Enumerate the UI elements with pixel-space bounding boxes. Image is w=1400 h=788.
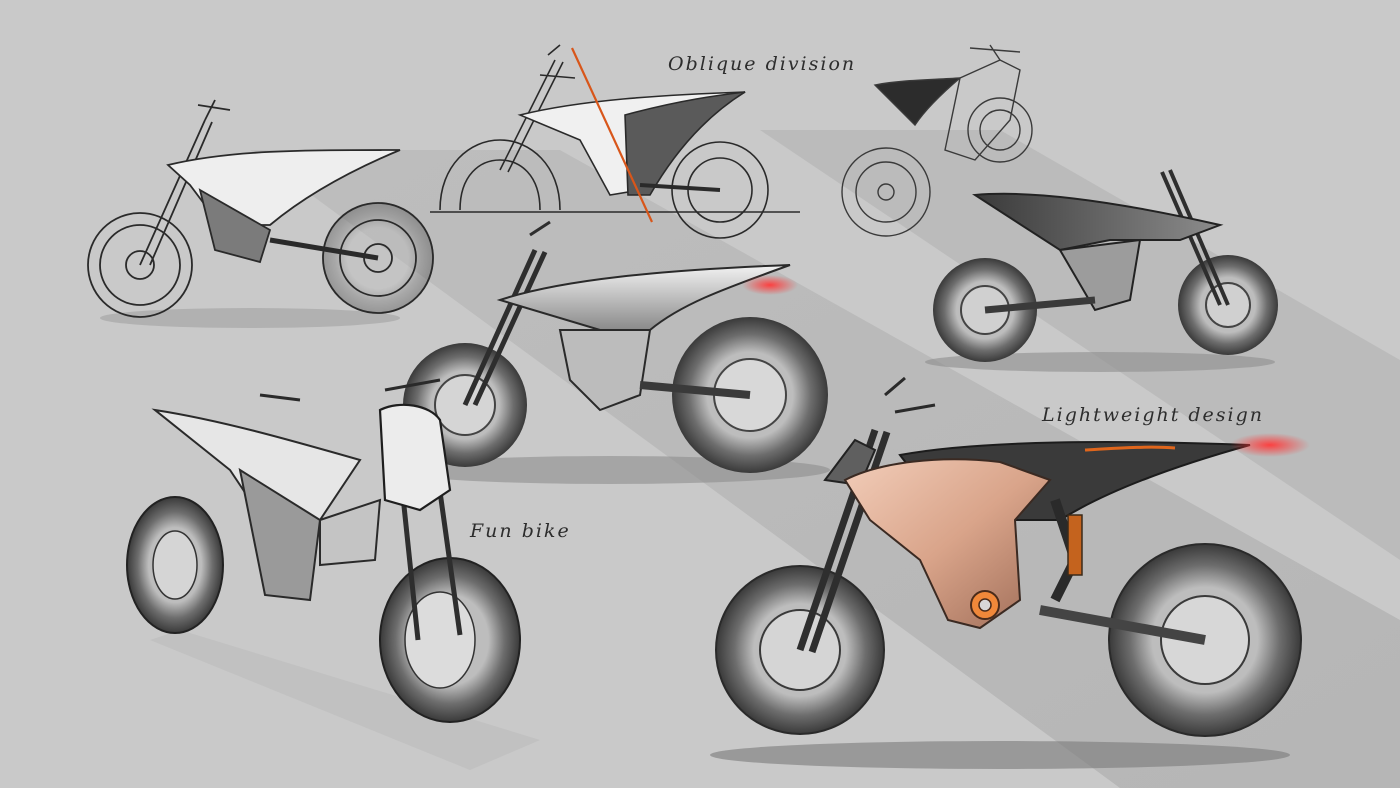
bike-sketch-small (841, 44, 1033, 237)
bike-sketch-oblique (430, 44, 800, 239)
annotation-oblique-division: Oblique division (668, 53, 857, 75)
bike-render-lightweight (710, 376, 1310, 769)
annotation-lightweight-design: Lightweight design (1042, 404, 1265, 426)
bike-sketch-fun (126, 378, 540, 770)
bike-sketch-top-left (87, 99, 434, 328)
bike-concept-right (925, 169, 1278, 372)
bike-concept-center (390, 220, 830, 484)
annotation-fun-bike: Fun bike (470, 520, 571, 542)
